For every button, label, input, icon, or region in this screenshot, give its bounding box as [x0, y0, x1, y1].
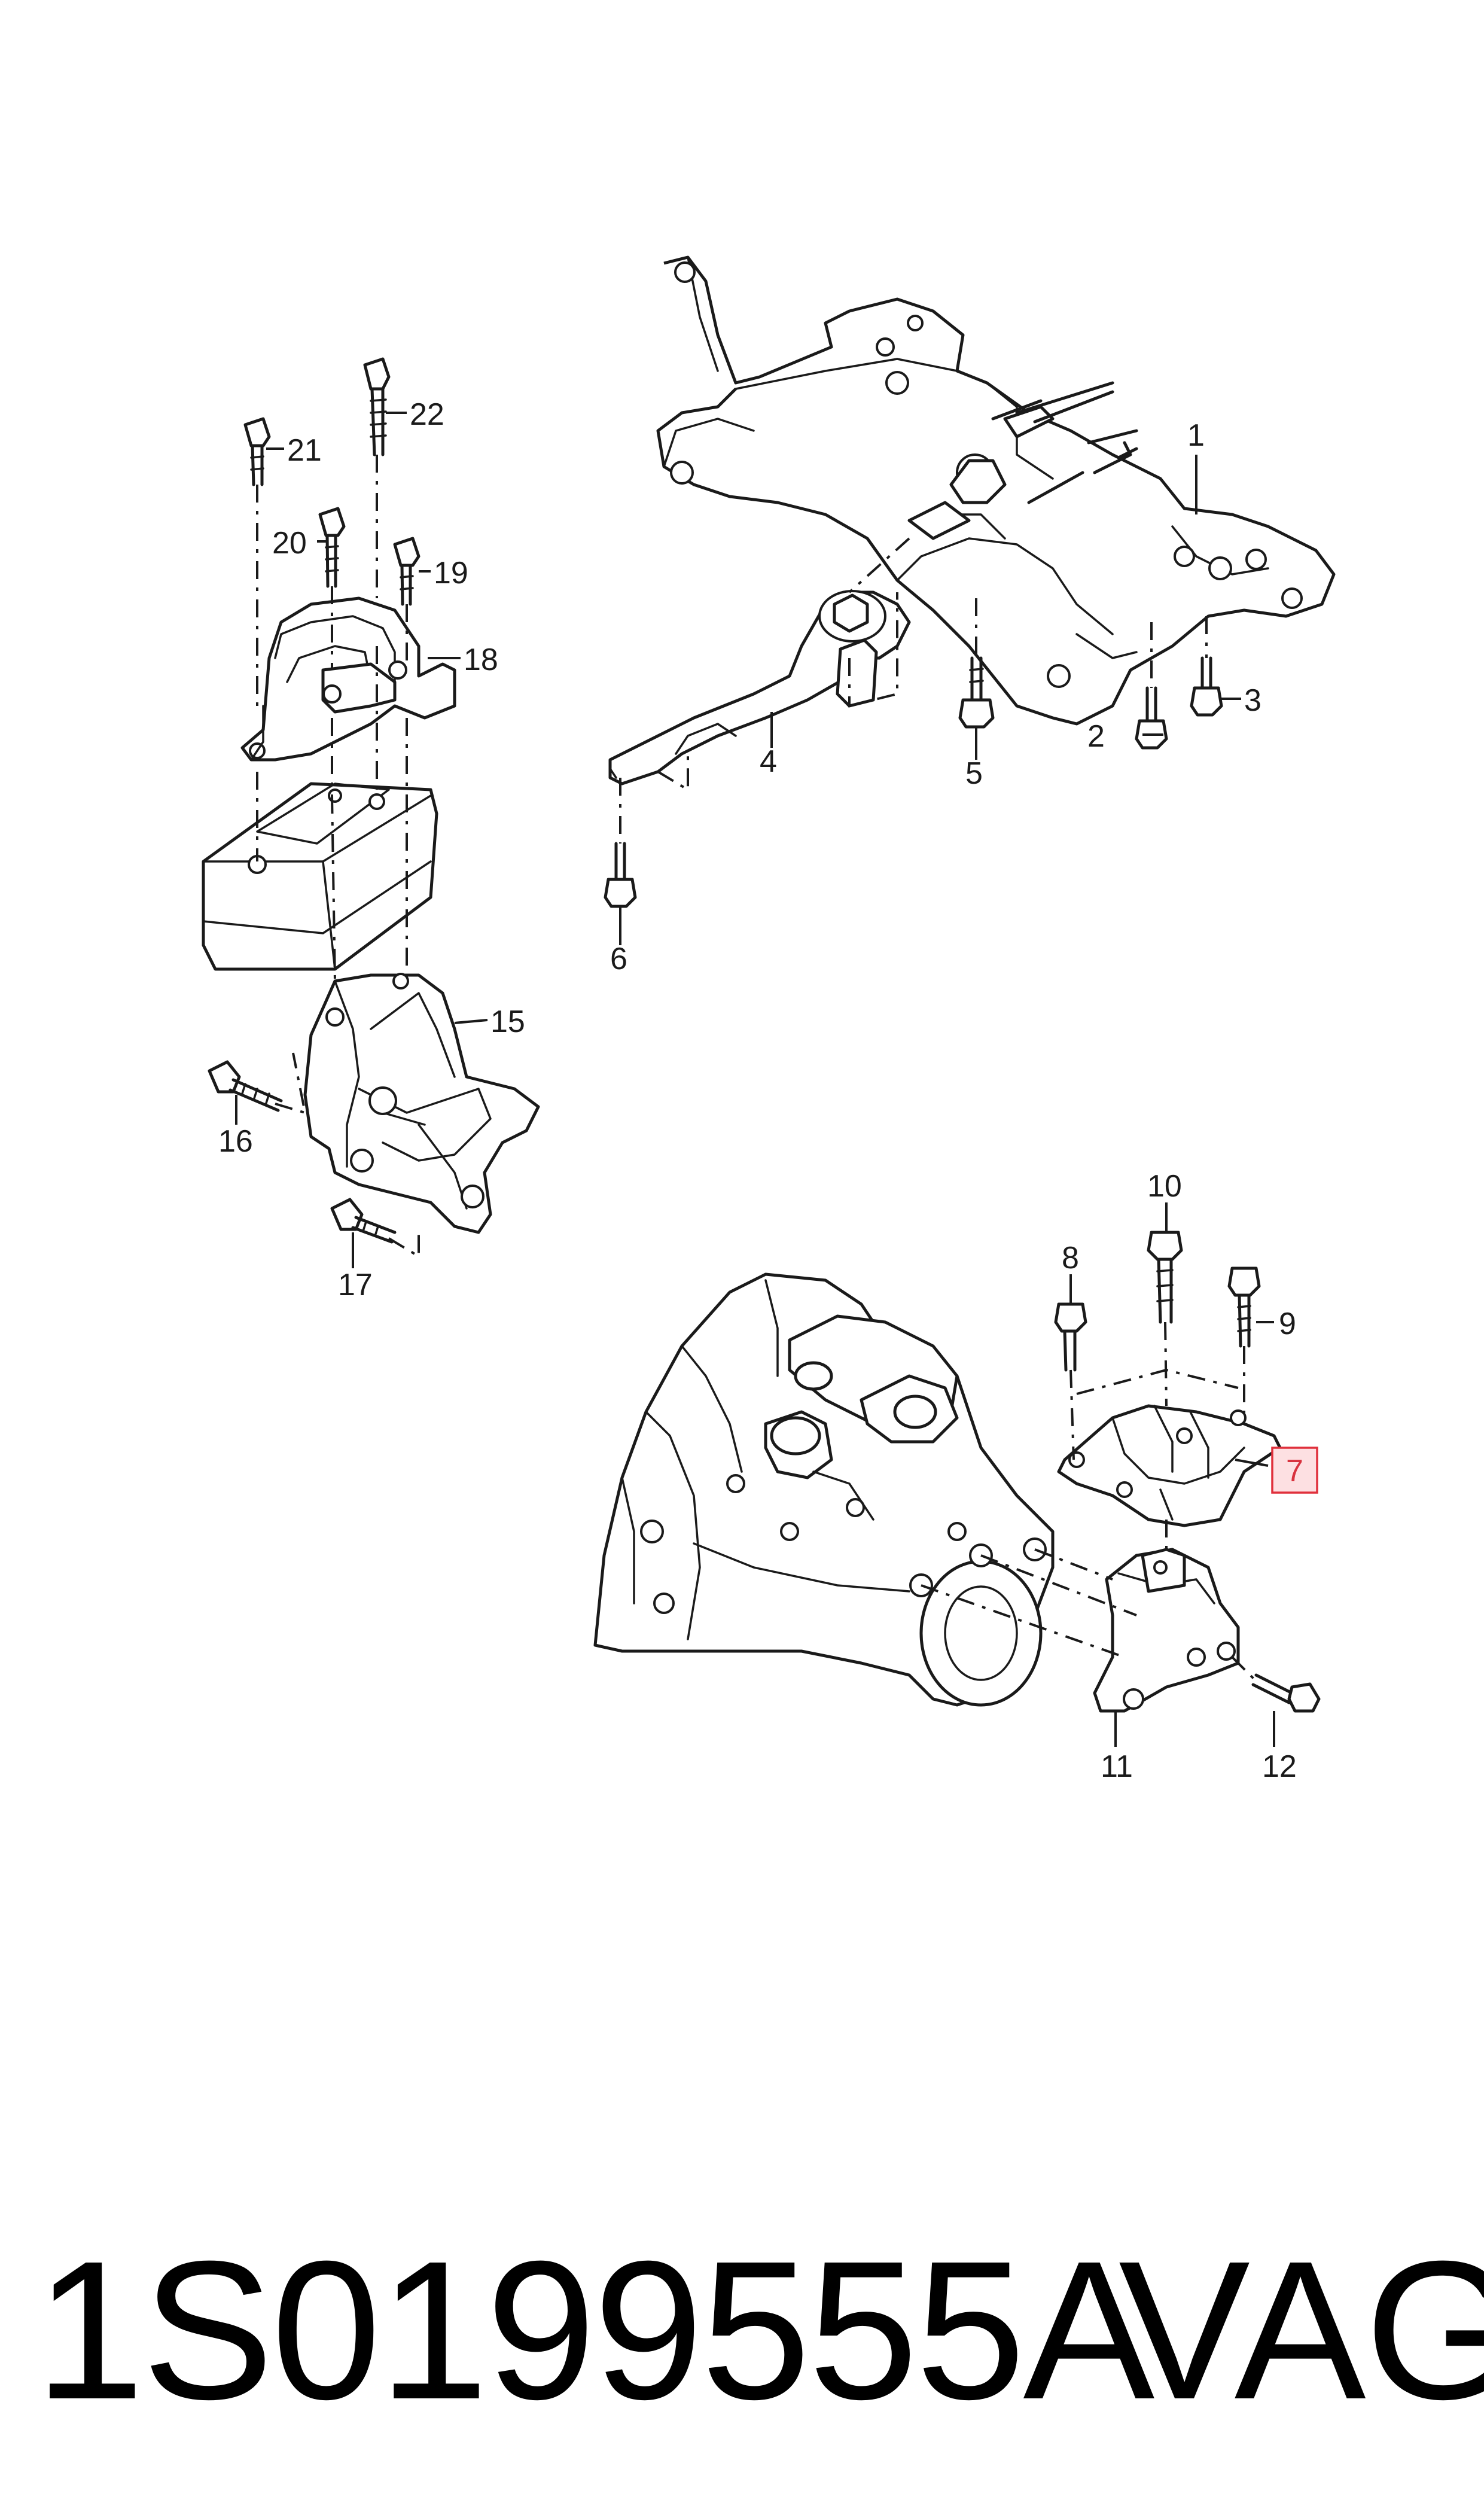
- bolt-6: [604, 842, 637, 908]
- callout-2: 2: [1087, 719, 1105, 754]
- callout-22: 22: [410, 397, 444, 432]
- bolt-16: [208, 1060, 283, 1112]
- assembly-lines: [256, 455, 1257, 1682]
- bolts: [208, 357, 1321, 1713]
- bolt-12: [1251, 1673, 1321, 1713]
- bolt-20: [318, 507, 346, 588]
- callout-4: 4: [760, 744, 777, 779]
- bolt-19: [393, 537, 420, 606]
- bolt-8: [1054, 1302, 1087, 1372]
- callout-8: 8: [1062, 1241, 1079, 1275]
- callout-5: 5: [965, 756, 983, 791]
- bolt-5: [958, 656, 995, 729]
- callout-21: 21: [287, 433, 322, 468]
- callout-6: 6: [610, 942, 627, 976]
- subframe: [656, 255, 1336, 726]
- callout-19: 19: [434, 556, 468, 590]
- bolt-3: [1190, 656, 1223, 717]
- mount-block: [202, 782, 438, 971]
- engine-bracket: [303, 973, 540, 1234]
- part-number-label: 1S0199555A: [35, 2219, 1154, 2440]
- bolt-22: [363, 357, 391, 456]
- bolt-2: [1135, 686, 1168, 750]
- bolt-9: [1227, 1266, 1261, 1348]
- callouts: 1 2 3 4 5 6 7 8 9 10 11 12 15 16 17 18 1…: [218, 397, 1318, 1784]
- callout-11: 11: [1101, 1749, 1133, 1784]
- gearbox: [593, 1272, 1055, 1707]
- callout-18: 18: [464, 643, 498, 677]
- bolt-10: [1147, 1231, 1183, 1324]
- callout-9: 9: [1279, 1307, 1296, 1341]
- engine-mount-upper: [240, 596, 456, 762]
- leader-lines: [235, 412, 1275, 1747]
- highlight-box-7: [1271, 1447, 1318, 1494]
- callout-12: 12: [1262, 1749, 1297, 1784]
- callout-20: 20: [272, 526, 307, 561]
- callout-16: 16: [218, 1124, 253, 1159]
- callout-17: 17: [338, 1268, 373, 1302]
- callout-3: 3: [1244, 683, 1261, 718]
- torque-rod: [608, 590, 911, 785]
- gearbox-mount-pad: [1057, 1404, 1282, 1527]
- callout-10: 10: [1147, 1169, 1182, 1204]
- gearbox-bracket: [1093, 1548, 1240, 1713]
- callout-15: 15: [490, 1004, 525, 1039]
- bolt-17: [330, 1198, 397, 1244]
- callout-1: 1: [1187, 418, 1205, 453]
- brand-label: VAG: [1119, 2219, 1484, 2440]
- callout-7: 7: [1286, 1454, 1303, 1488]
- bolt-21: [243, 417, 271, 486]
